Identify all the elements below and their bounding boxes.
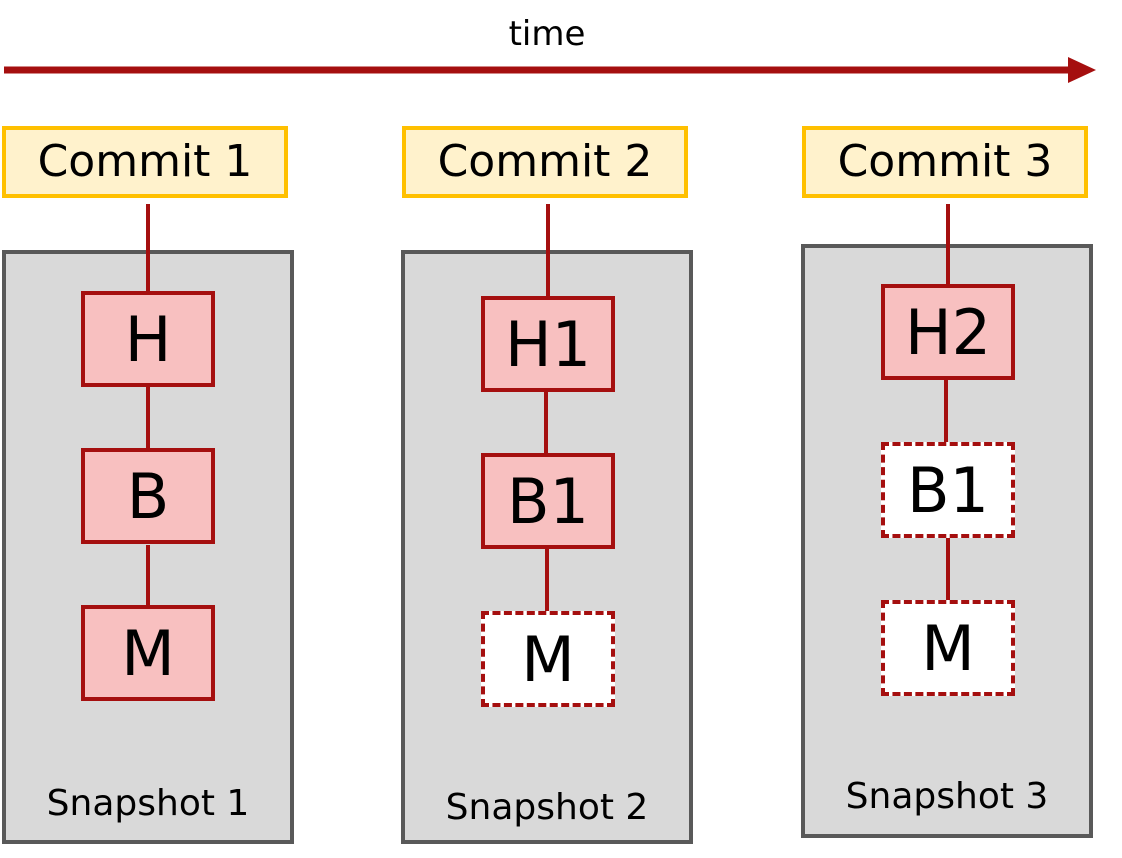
time-arrow-head bbox=[1068, 57, 1096, 83]
snapshot-1-label: Snapshot 1 bbox=[46, 783, 250, 824]
node-m: M bbox=[81, 605, 215, 701]
node-m-shared: M bbox=[481, 611, 615, 707]
time-label: time bbox=[508, 14, 586, 54]
node-b1-shared: B1 bbox=[881, 442, 1015, 538]
node-b: B bbox=[81, 448, 215, 544]
commit-1-box: Commit 1 bbox=[2, 126, 288, 198]
commit-3-box: Commit 3 bbox=[802, 126, 1088, 198]
node-m-shared: M bbox=[881, 600, 1015, 696]
node-b1: B1 bbox=[481, 453, 615, 549]
node-h2: H2 bbox=[881, 284, 1015, 380]
node-h1: H1 bbox=[481, 296, 615, 392]
snapshot-2-label: Snapshot 2 bbox=[445, 787, 649, 828]
commit-2-box: Commit 2 bbox=[402, 126, 688, 198]
node-h: H bbox=[81, 291, 215, 387]
snapshot-3-label: Snapshot 3 bbox=[845, 776, 1049, 817]
